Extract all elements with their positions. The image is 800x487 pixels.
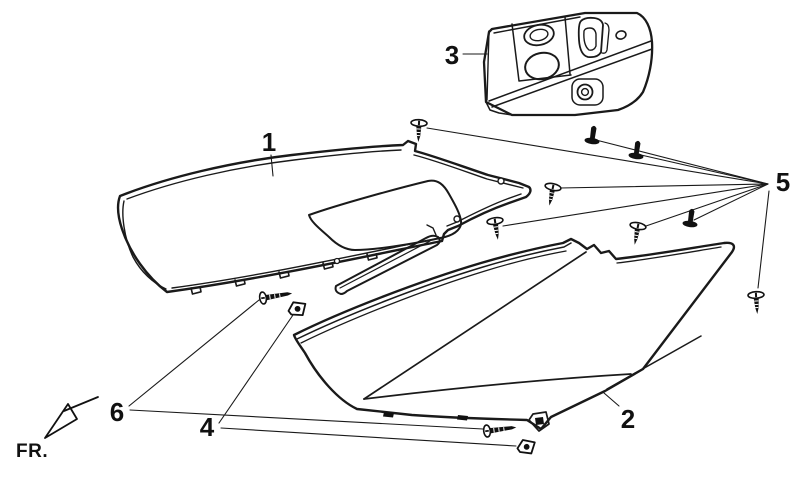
part-2-crease-corner xyxy=(606,335,702,390)
screw-part5 xyxy=(540,181,563,209)
leader-lines xyxy=(128,53,770,447)
part-1-window-cutout xyxy=(308,179,463,251)
gauge-large xyxy=(524,51,560,81)
part-2-corner-tab xyxy=(528,411,550,432)
part-1-lower-trim-strip xyxy=(334,234,441,295)
trim-boss xyxy=(497,177,505,185)
part-2-bottom-tab xyxy=(383,412,394,418)
lock-ring-outer xyxy=(576,83,594,101)
callout-1: 1 xyxy=(262,127,276,157)
switch-cutout xyxy=(577,16,604,59)
callout-2: 2 xyxy=(621,404,635,434)
lock-ring-inner xyxy=(580,87,590,97)
part-2-crease-lower xyxy=(363,373,632,400)
pin-part5 xyxy=(584,124,602,146)
screw-part5 xyxy=(409,118,429,144)
leader-line-callout-2 xyxy=(603,392,620,407)
callouts: 1 2 3 4 5 6 xyxy=(110,40,790,442)
part-2-crease-upper xyxy=(363,251,587,400)
part-2-right-side-cover xyxy=(292,237,736,432)
part-1-mounting-tabs xyxy=(190,253,378,295)
callout-3: 3 xyxy=(445,40,459,70)
part-2-outline xyxy=(292,237,736,431)
part-1-outline xyxy=(116,139,532,294)
trim-boss xyxy=(333,257,341,265)
front-label: FR. xyxy=(16,441,48,462)
mount-hole-small xyxy=(615,30,627,40)
screw-part5 xyxy=(625,220,648,248)
front-arrow-tail xyxy=(63,396,99,412)
leader-fan-callout-5 xyxy=(426,127,770,289)
part-2-bottom-tab xyxy=(457,415,468,421)
front-direction-marker: FR. xyxy=(16,396,99,462)
body-crease-band xyxy=(488,40,653,108)
trim-boss xyxy=(453,215,461,223)
screw-part6 xyxy=(257,286,294,306)
part-2-corner-tab-hole xyxy=(535,417,544,425)
pin-part5 xyxy=(628,139,646,161)
callout-5: 5 xyxy=(776,167,790,197)
callout-4: 4 xyxy=(200,412,215,442)
screw-part5 xyxy=(485,215,507,242)
clip-part4 xyxy=(286,299,309,319)
leader-fan-callout-4 xyxy=(218,314,517,447)
gauge-ring-inner xyxy=(529,28,549,42)
part-3-upper-cover xyxy=(482,11,654,117)
pin-part5 xyxy=(682,207,700,229)
callout-6: 6 xyxy=(110,397,124,427)
front-arrow-icon xyxy=(44,403,78,439)
screw-part6 xyxy=(482,420,518,439)
part-1-left-side-cover xyxy=(116,139,532,295)
clip-part4 xyxy=(515,437,538,457)
screw-part5 xyxy=(746,290,766,316)
gauge-ring-outer xyxy=(523,23,555,47)
leader-fan-callout-6 xyxy=(128,299,484,430)
lock-housing xyxy=(571,78,604,106)
